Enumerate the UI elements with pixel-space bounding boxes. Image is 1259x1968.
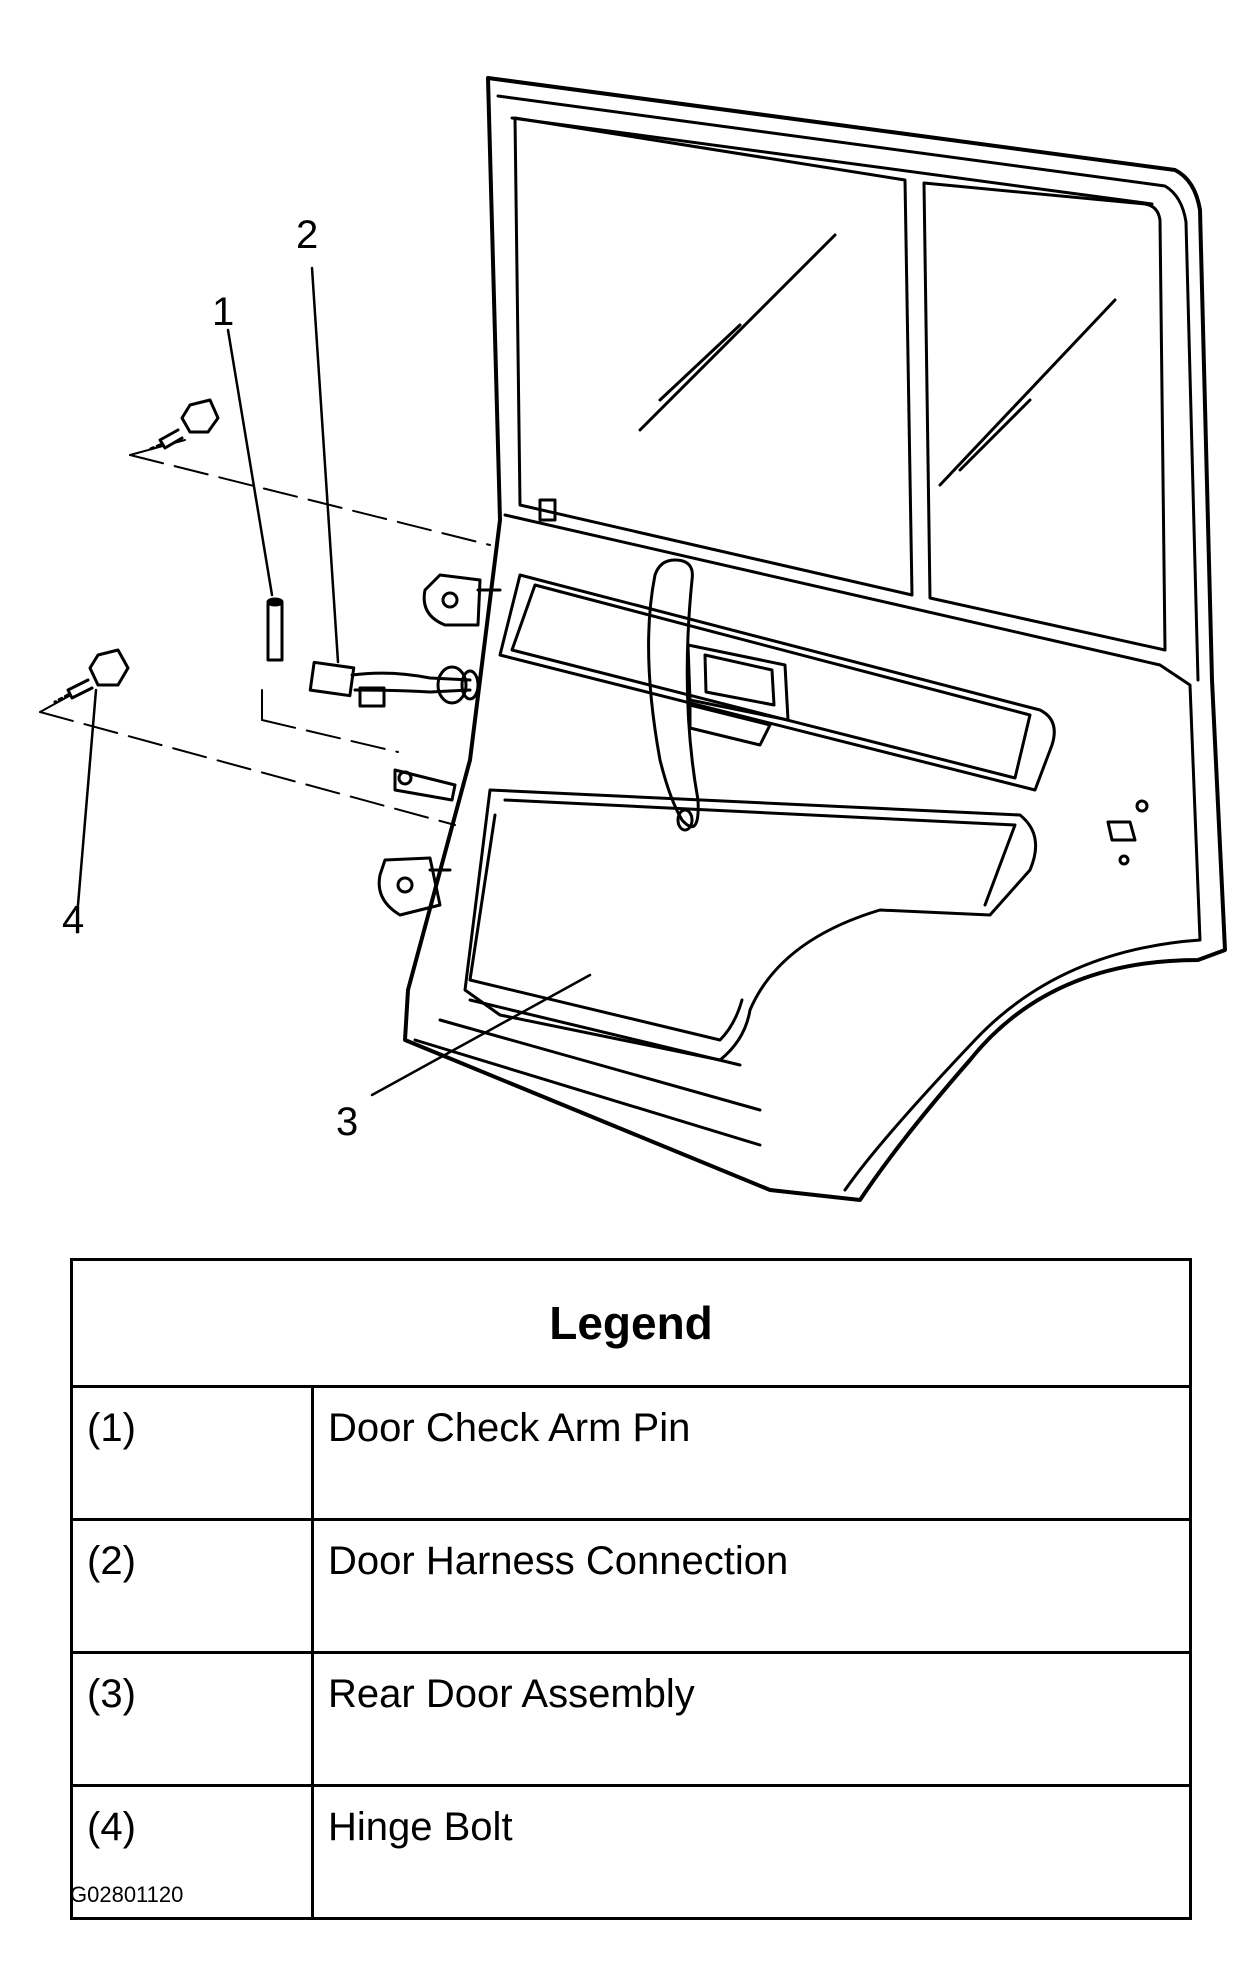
legend-row-description: Door Harness Connection	[311, 1518, 1192, 1654]
door-panel	[413, 513, 1202, 1192]
callout-2: 2	[296, 213, 319, 257]
callout-4: 4	[62, 898, 85, 942]
figure-id: G02801120	[70, 1882, 184, 1907]
rear-door-diagram	[39, 76, 1227, 1202]
door-lock-handle	[686, 643, 790, 747]
door-frame	[403, 76, 1227, 1202]
legend-row: (4) Hinge Bolt	[70, 1784, 1192, 1920]
legend-row-number: (3)	[70, 1651, 314, 1787]
upper-hinge-bolt	[146, 398, 220, 452]
check-arm-pin	[266, 597, 284, 662]
lower-hinge-bolt	[53, 648, 130, 704]
leader-lines	[76, 266, 592, 1097]
legend-row-description: Hinge Bolt	[311, 1784, 1192, 1920]
legend-row: (2) Door Harness Connection	[70, 1518, 1192, 1654]
door-check-arm	[393, 768, 457, 802]
upper-hinge	[422, 573, 502, 627]
pull-handle	[647, 558, 700, 832]
window-glass	[513, 116, 1167, 652]
lower-hinge	[377, 856, 452, 917]
legend-row-description: Rear Door Assembly	[311, 1651, 1192, 1787]
harness-connector	[308, 660, 480, 708]
legend-row: (3) Rear Door Assembly	[70, 1651, 1192, 1787]
legend-row-number: (2)	[70, 1518, 314, 1654]
legend-table: Legend (1) Door Check Arm Pin (2) Door H…	[70, 1258, 1192, 1920]
legend-row-description: Door Check Arm Pin	[311, 1385, 1192, 1521]
striker-detail	[1106, 799, 1149, 866]
alignment-lines	[39, 439, 491, 826]
legend-header-row: Legend	[70, 1258, 1192, 1388]
legend-row: (1) Door Check Arm Pin	[70, 1385, 1192, 1521]
callout-1: 1	[212, 290, 235, 334]
legend-row-number: (1)	[70, 1385, 314, 1521]
callout-3: 3	[336, 1100, 359, 1144]
legend-title: Legend	[70, 1258, 1192, 1388]
legend-row-number: (4)	[70, 1784, 314, 1920]
